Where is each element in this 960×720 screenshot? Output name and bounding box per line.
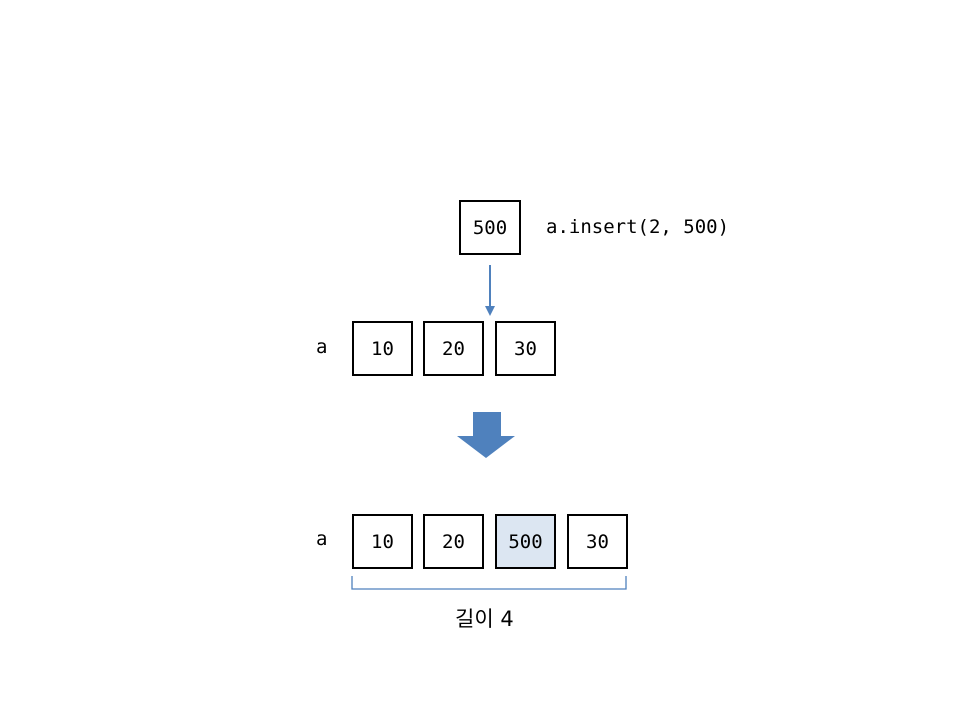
insert-code: a.insert(2, 500) <box>546 216 730 238</box>
before-item-1: 20 <box>423 321 484 376</box>
length-bracket <box>351 576 627 590</box>
length-caption: 길이 4 <box>455 607 514 631</box>
before-var-name: a <box>316 336 328 358</box>
insert-arrow-head <box>485 306 495 316</box>
before-item-value: 20 <box>442 337 465 360</box>
after-var-name: a <box>316 528 328 550</box>
after-item-3: 30 <box>567 514 628 569</box>
after-item-value: 20 <box>442 530 465 553</box>
after-item-1: 20 <box>423 514 484 569</box>
after-item-value: 500 <box>508 530 543 553</box>
result-arrow-icon <box>457 412 515 458</box>
before-item-0: 10 <box>352 321 413 376</box>
after-item-value: 30 <box>586 530 609 553</box>
new-element-value: 500 <box>472 216 508 239</box>
before-item-value: 10 <box>371 337 394 360</box>
after-item-2-inserted: 500 <box>495 514 556 569</box>
before-item-2: 30 <box>495 321 556 376</box>
before-item-value: 30 <box>514 337 537 360</box>
new-element-box: 500 <box>459 200 521 255</box>
after-item-0: 10 <box>352 514 413 569</box>
after-item-value: 10 <box>371 530 394 553</box>
